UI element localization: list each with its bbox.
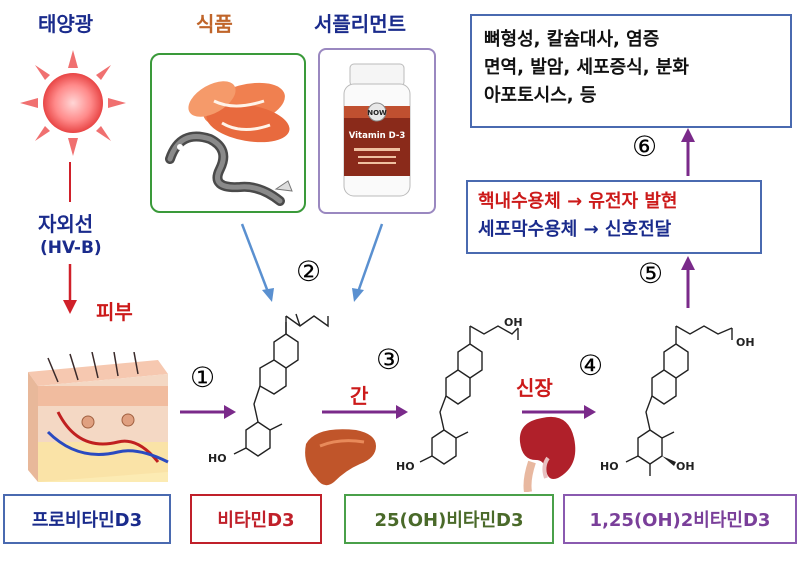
step-1-number: ① [190,361,216,394]
kidney-icon [519,416,576,492]
sun-label: 태양광 [38,12,94,36]
supplement-box: NOW Vitamin D-3 [318,48,436,214]
stage-provitamin-d3: 프로비타민D3 [3,494,171,544]
step-5-number: ⑤ [638,257,664,290]
step-4-number: ④ [578,349,604,382]
1-25oh2-vitamin-d3-structure: OH OH HO [600,325,755,476]
skin-label: 피부 [96,300,133,324]
effects-line-1: 뼈형성, 칼슘대사, 염증 [484,29,660,50]
oh-label-1: OH [504,316,523,329]
food-label: 식품 [196,12,233,36]
vitamin-d3-structure: HO [208,313,329,465]
stage-provitamin-d3-label: 프로비타민D3 [31,510,143,531]
stage-vitamin-d3-label: 비타민D3 [217,510,295,531]
salmon-fish-illustration [165,81,293,206]
uv-sub-label: (HV-B) [40,238,102,258]
sun-icon [20,50,126,156]
supplement-bottle-text: Vitamin D-3 [349,131,406,141]
ho-label-3: HO [600,460,619,473]
receptor-line-1: 핵내수용체 → 유전자 발현 [478,191,678,212]
uv-label: 자외선 [38,212,94,236]
stage-25oh-vitamin-d3: 25(OH)비타민D3 [344,494,554,544]
ho-label-1: HO [208,452,227,465]
supplement-label: 서플리먼트 [314,12,406,36]
liver-label: 간 [350,384,369,408]
stage-vitamin-d3: 비타민D3 [190,494,322,544]
stage-1-25oh2-vitamin-d3-label: 1,25(OH)2비타민D3 [589,510,771,531]
oh-label-3: OH [676,460,695,473]
step-6-number: ⑥ [632,130,658,163]
ho-label-2: HO [396,460,415,473]
sun-line [69,162,71,202]
receptor-line-2: 세포막수용체 → 신호전달 [478,219,672,240]
25oh-vitamin-d3-structure: OH HO [396,316,523,473]
step-2-number: ② [296,255,322,288]
receptor-box: 핵내수용체 → 유전자 발현 세포막수용체 → 신호전달 [466,180,762,254]
stage-1-25oh2-vitamin-d3: 1,25(OH)2비타민D3 [563,494,797,544]
supplement-bottle-illustration: NOW Vitamin D-3 [343,63,411,197]
stage-25oh-vitamin-d3-label: 25(OH)비타민D3 [374,510,524,531]
oh-label-2: OH [736,336,755,349]
effects-line-2: 면역, 발암, 세포증식, 분화 [484,57,689,78]
skin-cross-section-illustration [28,352,169,482]
effects-box: 뼈형성, 칼슘대사, 염증 면역, 발암, 세포증식, 분화 아포토시스, 등 [470,14,792,128]
supplement-brand: NOW [367,109,387,117]
step-3-number: ③ [376,343,402,376]
effects-line-3: 아포토시스, 등 [484,85,597,106]
kidney-label: 신장 [516,376,553,400]
food-box [150,53,306,213]
liver-icon [305,429,376,486]
uv-to-skin-arrow [63,264,77,314]
